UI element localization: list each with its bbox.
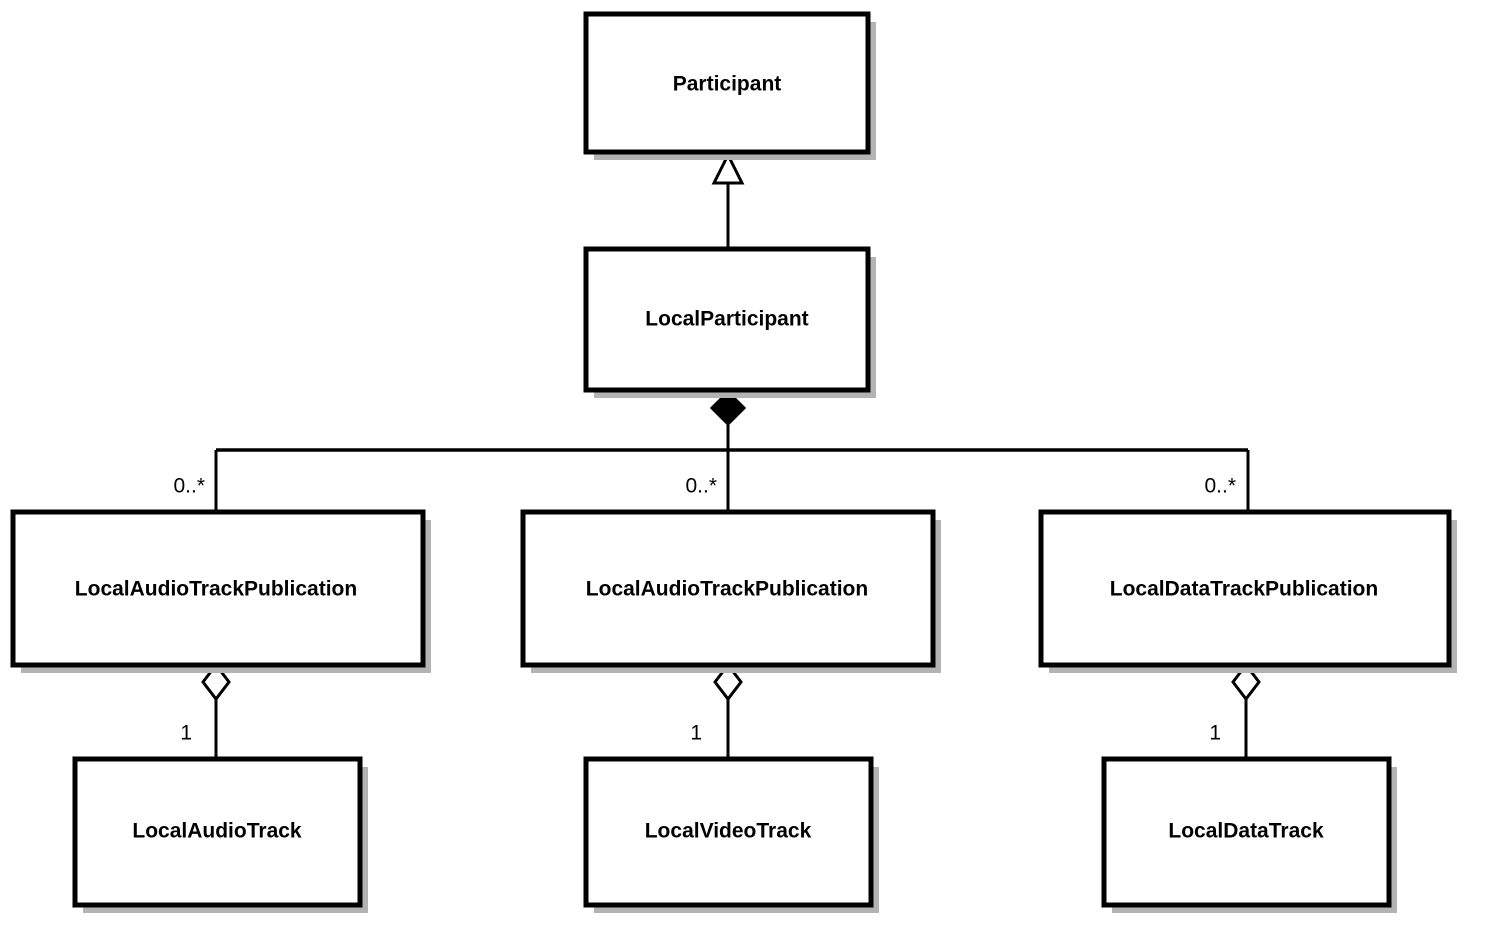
hollow-diamond-icon [1231, 662, 1261, 702]
class-box-local-data-track-publication[interactable]: LocalDataTrackPublication [1038, 509, 1457, 673]
multiplicity-label-left-one: 1 [180, 722, 192, 745]
box-outline [520, 509, 936, 668]
class-name-label: LocalDataTrackPublication [1110, 578, 1378, 601]
class-box-participant[interactable]: Participant [583, 11, 876, 160]
class-name-label: LocalAudioTrack [132, 820, 302, 843]
class-box-local-data-track[interactable]: LocalDataTrack [1101, 756, 1397, 913]
class-box-local-video-track[interactable]: LocalVideoTrack [583, 756, 879, 913]
multiplicity-label-left-many: 0..* [173, 475, 205, 498]
class-name-label: Participant [673, 73, 782, 96]
multiplicity-label-right-many: 0..* [1204, 475, 1236, 498]
class-box-local-audio-track[interactable]: LocalAudioTrack [72, 756, 368, 913]
composition-bus [214, 389, 1250, 512]
box-outline [583, 11, 871, 155]
aggregation-connector-audio [201, 662, 231, 759]
class-name-label: LocalVideoTrack [645, 820, 812, 843]
class-name-label: LocalParticipant [645, 308, 808, 331]
hollow-diamond-icon [713, 662, 743, 702]
aggregation-connector-video [713, 662, 743, 759]
multiplicity-label-middle-one: 1 [690, 722, 702, 745]
box-outline [1038, 509, 1452, 668]
class-name-label: LocalAudioTrackPublication [75, 578, 357, 601]
box-outline [583, 756, 874, 908]
generalization-connector-local-participant [711, 151, 745, 249]
box-outline [583, 246, 871, 393]
class-box-local-audio-track-publication-2[interactable]: LocalAudioTrackPublication [520, 509, 941, 673]
class-name-label: LocalAudioTrackPublication [586, 578, 868, 601]
hollow-triangle-icon [711, 151, 745, 185]
box-outline [10, 509, 426, 668]
multiplicity-label-right-one: 1 [1209, 722, 1221, 745]
multiplicity-label-middle-many: 0..* [685, 475, 717, 498]
filled-diamond-icon [709, 389, 747, 427]
hollow-diamond-icon [201, 662, 231, 702]
box-outline [1101, 756, 1392, 908]
class-box-local-participant[interactable]: LocalParticipant [583, 246, 876, 398]
class-box-local-audio-track-publication[interactable]: LocalAudioTrackPublication [10, 509, 431, 673]
aggregation-connector-data [1231, 662, 1261, 759]
box-outline [72, 756, 363, 908]
class-name-label: LocalDataTrack [1168, 820, 1324, 843]
